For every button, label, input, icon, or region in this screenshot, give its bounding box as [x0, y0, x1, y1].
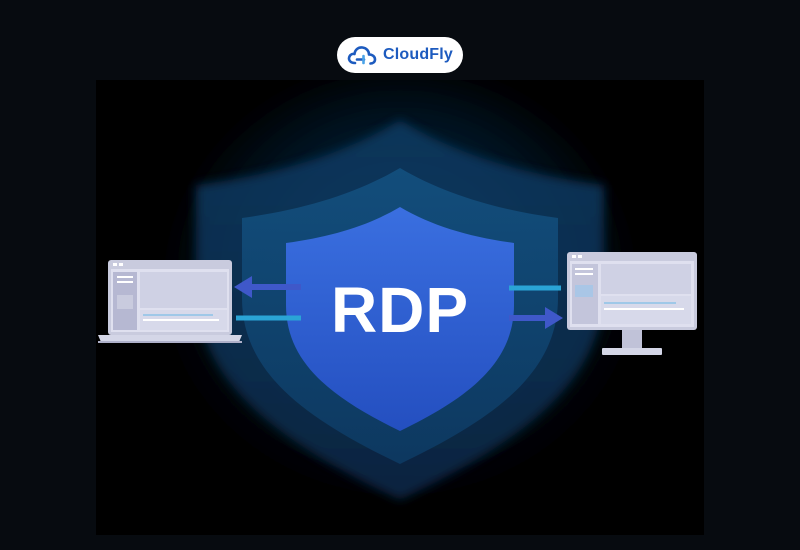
rdp-shield: [286, 207, 514, 431]
desktop-monitor-icon: [567, 252, 697, 355]
rdp-label: RDP: [331, 274, 469, 346]
laptop-icon: [98, 260, 242, 343]
right-arrow: [509, 307, 563, 329]
cloud-icon: [347, 46, 377, 65]
brand-name: CloudFly: [382, 46, 454, 63]
brand-logo: CloudFly: [337, 37, 463, 73]
left-arrow: [234, 276, 301, 298]
rdp-diagram: RDP: [98, 80, 697, 505]
